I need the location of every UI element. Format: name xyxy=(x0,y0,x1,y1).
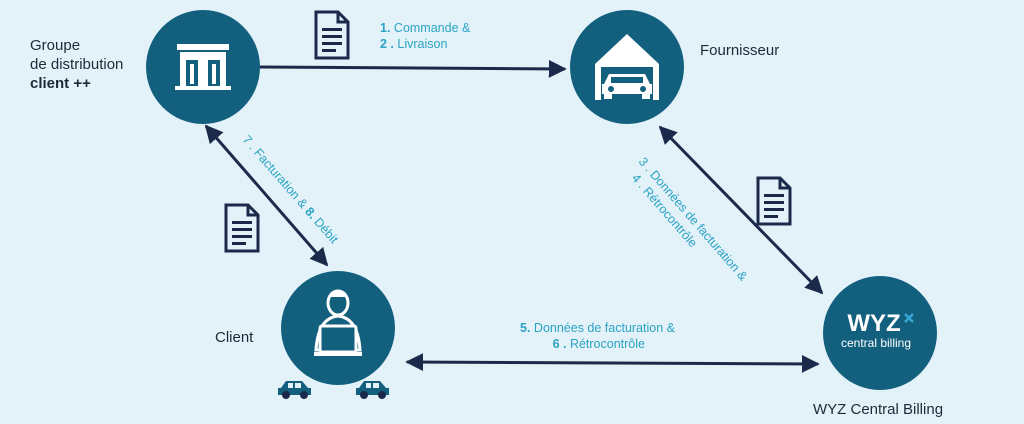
step-text: Commande & xyxy=(390,21,471,35)
client-label: Client xyxy=(215,329,254,346)
edge-label-bottom: 5. Données de facturation & 6 . Rétrocon… xyxy=(520,320,675,352)
node-wyz: WYZ central billing xyxy=(823,276,937,390)
arrow-groupe-client xyxy=(204,124,329,267)
edge-label-top: 1. Commande & 2 . Livraison xyxy=(380,20,470,52)
step-number: 5. xyxy=(520,321,531,335)
arrow-client-wyz xyxy=(405,353,820,373)
storefront-icon xyxy=(175,44,231,90)
person-laptop-icon xyxy=(314,289,362,356)
document-icon xyxy=(756,176,792,226)
step-text: Données de facturation & xyxy=(530,321,675,335)
node-groupe xyxy=(146,10,260,124)
arrow-groupe-to-fournisseur xyxy=(259,59,567,78)
step-text: Rétrocontrôle xyxy=(566,337,645,351)
wyz-label: WYZ Central Billing xyxy=(813,401,944,418)
groupe-label: Groupe de distribution client ++ xyxy=(30,36,123,93)
groupe-label-line3: client ++ xyxy=(30,75,91,92)
document-icon xyxy=(224,203,260,253)
wyz-logo-word: WYZ xyxy=(847,310,900,337)
wyz-logo-sub: central billing xyxy=(841,336,911,350)
step-number: 6 . xyxy=(552,337,567,351)
node-fournisseur xyxy=(570,10,684,124)
node-client xyxy=(281,271,395,385)
fournisseur-label: Fournisseur xyxy=(700,42,780,59)
wyz-logo: WYZ central billing xyxy=(841,310,914,350)
step-number: 2 . xyxy=(380,37,394,51)
car-icon xyxy=(278,381,311,399)
groupe-label-line2: de distribution xyxy=(30,56,124,73)
step-number: 1. xyxy=(380,21,391,35)
groupe-label-line1: Groupe xyxy=(30,37,81,54)
document-icon xyxy=(314,10,350,60)
arrow-fournisseur-wyz xyxy=(658,125,824,295)
step-text: Livraison xyxy=(393,37,448,51)
car-icon xyxy=(356,381,389,399)
garage-car-icon xyxy=(595,34,659,100)
